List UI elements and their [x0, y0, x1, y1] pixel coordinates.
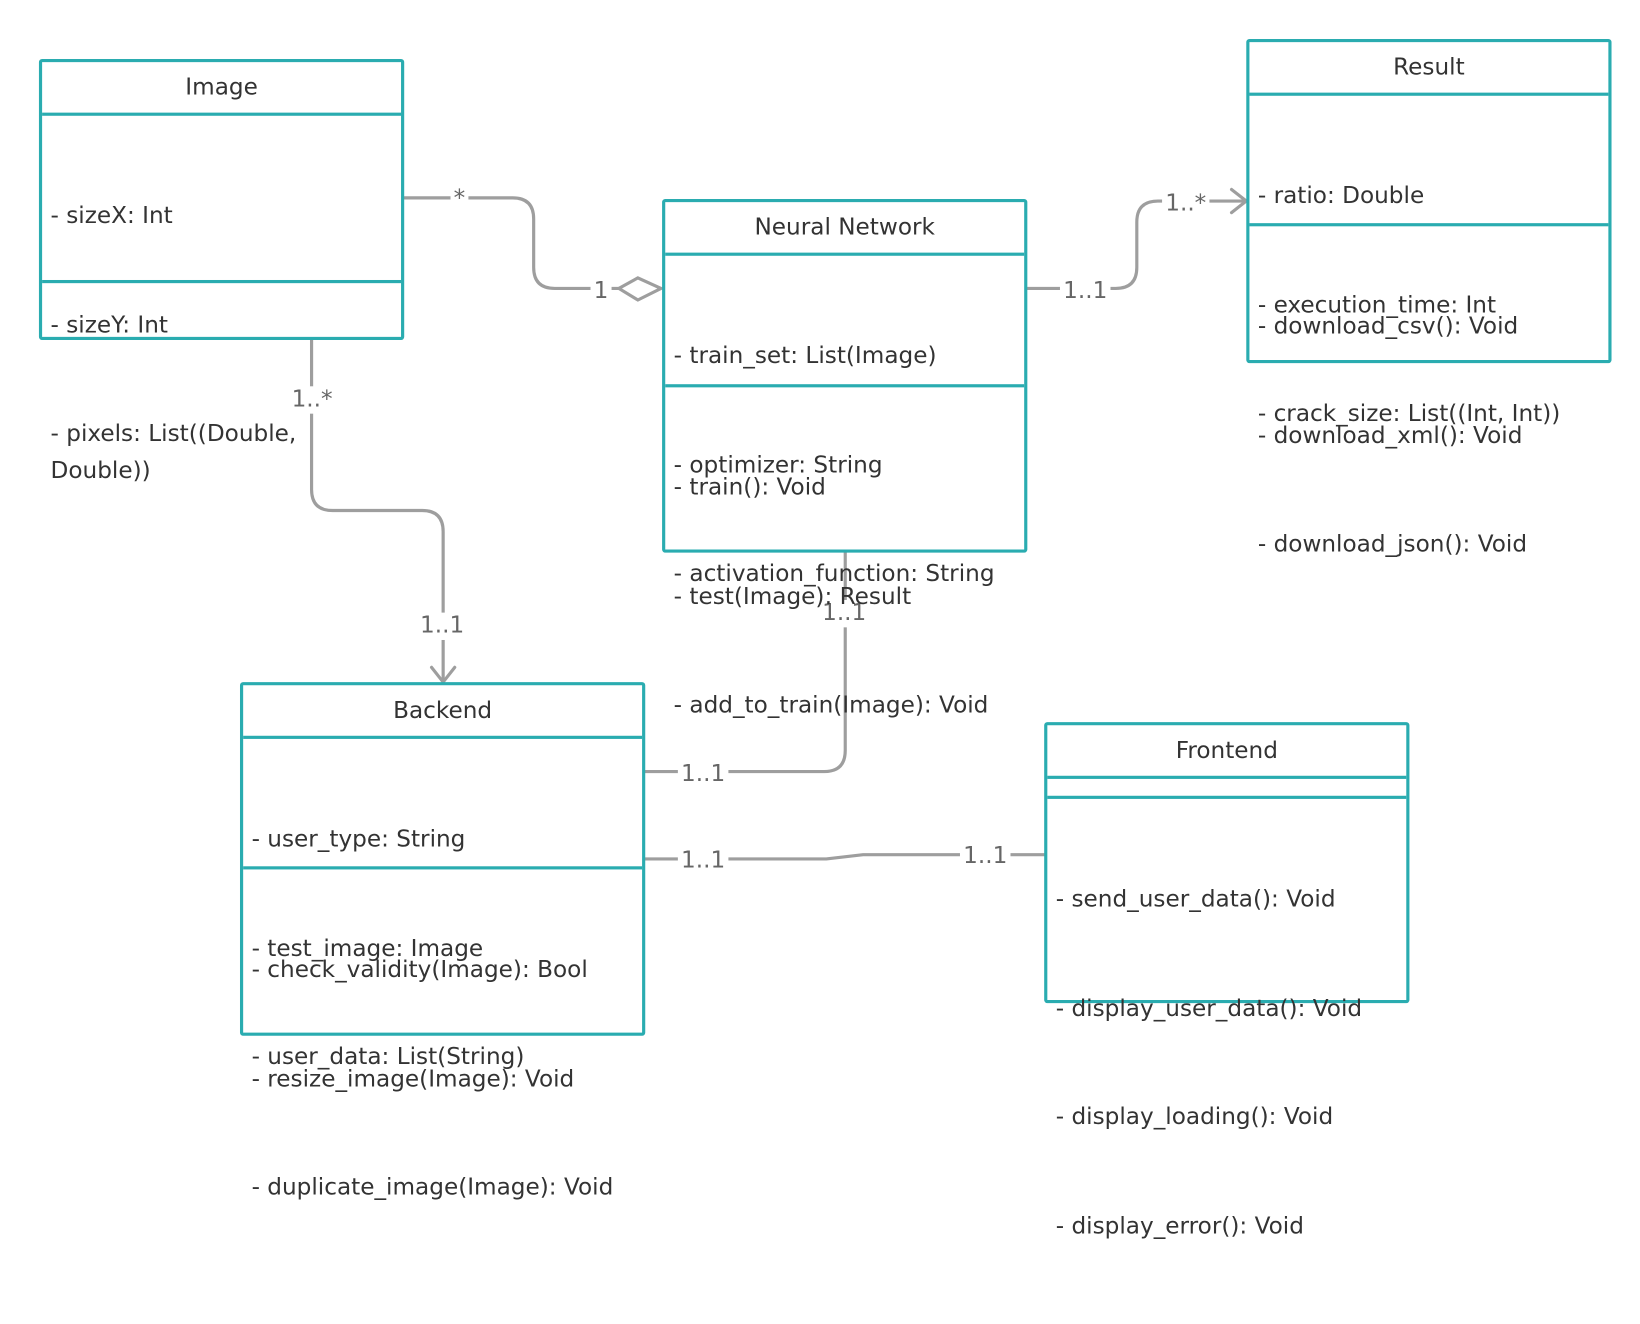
multiplicity-label: 1: [590, 277, 612, 306]
attribute: - execution_time: Int: [1257, 292, 1497, 319]
attribute: - user_data: List(String): [251, 1044, 525, 1071]
attribute: - train_set: List(Image): [673, 343, 937, 370]
operations-section: [42, 283, 401, 337]
connectors-layer: [309, 187, 1248, 861]
arrowhead-result: [1229, 187, 1248, 215]
class-name: Frontend: [1047, 725, 1407, 779]
attribute: - activation_function: String: [673, 561, 995, 588]
multiplicity-label: 1..1: [677, 761, 729, 789]
attribute: - user_type: String: [251, 826, 466, 853]
class-name: Result: [1249, 42, 1609, 96]
attributes-section: - user_type: String - test_image: Image …: [243, 739, 643, 1070]
multiplicity-label: 1..1: [677, 847, 729, 875]
operation: - display_user_data(): Void: [1055, 995, 1363, 1022]
connector-image-neural-network[interactable]: [401, 196, 621, 290]
operations-section: - train(): Void - test(Image): Result - …: [665, 387, 1024, 803]
multiplicity-label: 1..1: [818, 599, 870, 628]
multiplicity-label: 1..1: [959, 843, 1011, 871]
operations-section: - send_user_data(): Void - display_user_…: [1047, 799, 1406, 1324]
attribute: - optimizer: String: [673, 452, 883, 479]
class-name: Image: [42, 62, 402, 116]
class-frontend[interactable]: Frontend - send_user_data(): Void - disp…: [1044, 722, 1410, 1239]
attribute: - sizeX: Int: [50, 203, 173, 230]
connector-neural-network-backend[interactable]: [642, 551, 847, 774]
class-name: Neural Network: [665, 202, 1025, 256]
connector-neural-network-result[interactable]: [1025, 199, 1246, 290]
operation: - download_csv(): Void: [1257, 313, 1519, 340]
attributes-section: - ratio: Double - execution_time: Int - …: [1249, 96, 1609, 427]
attribute: - test_image: Image: [251, 935, 484, 962]
operation: - display_loading(): Void: [1055, 1104, 1334, 1131]
aggregation-diamond: [615, 276, 665, 302]
attributes-section: - train_set: List(Image) - optimizer: St…: [665, 256, 1025, 587]
multiplicity-label: 1..*: [288, 386, 336, 414]
arrowhead-backend: [429, 665, 457, 684]
multiplicity-label: *: [450, 185, 469, 213]
attribute: - sizeY: Int: [50, 312, 168, 339]
operation: - train(): Void: [673, 474, 826, 502]
connector-image-backend[interactable]: [309, 338, 445, 682]
uml-class-diagram: * 1 1..1 1..* 1..* 1..1 1..1 1..1 1..1 1…: [38, 38, 1612, 1239]
class-neural-network[interactable]: Neural Network - train_set: List(Image) …: [662, 198, 1028, 719]
attribute: - pixels: List((Double, Double)): [50, 421, 304, 484]
operation: - download_json(): Void: [1257, 531, 1528, 558]
class-image[interactable]: Image - sizeX: Int - sizeY: Int - pixels…: [38, 58, 405, 484]
class-backend[interactable]: Backend - user_type: String - test_image…: [239, 682, 646, 1201]
attributes-section: - sizeX: Int - sizeY: Int - pixels: List…: [42, 116, 402, 484]
operation: - download_xml(): Void: [1257, 422, 1523, 449]
operation: - add_to_train(Image): Void: [673, 692, 989, 719]
operation: - check_validity(Image): Bool: [251, 956, 588, 984]
class-result[interactable]: Result - ratio: Double - execution_time:…: [1246, 38, 1612, 558]
operation: - display_error(): Void: [1055, 1213, 1304, 1240]
attributes-section: [1047, 779, 1407, 799]
operation: - test(Image): Result: [673, 583, 912, 610]
attribute: - ratio: Double: [1257, 183, 1425, 210]
operation: - resize_image(Image): Void: [251, 1065, 575, 1093]
operation: - send_user_data(): Void: [1055, 886, 1336, 913]
connector-backend-frontend[interactable]: [642, 853, 1047, 861]
operations-section: - download_csv(): Void - download_xml():…: [1249, 226, 1608, 642]
multiplicity-label: 1..1: [1059, 277, 1111, 306]
operations-section: - check_validity(Image): Bool - resize_i…: [243, 869, 642, 1285]
multiplicity-label: 1..1: [416, 612, 468, 640]
attribute: - crack_size: List((Int, Int)): [1257, 401, 1561, 428]
multiplicity-label: 1..*: [1162, 190, 1210, 218]
class-name: Backend: [243, 685, 643, 739]
operation: - duplicate_image(Image): Void: [251, 1174, 614, 1202]
